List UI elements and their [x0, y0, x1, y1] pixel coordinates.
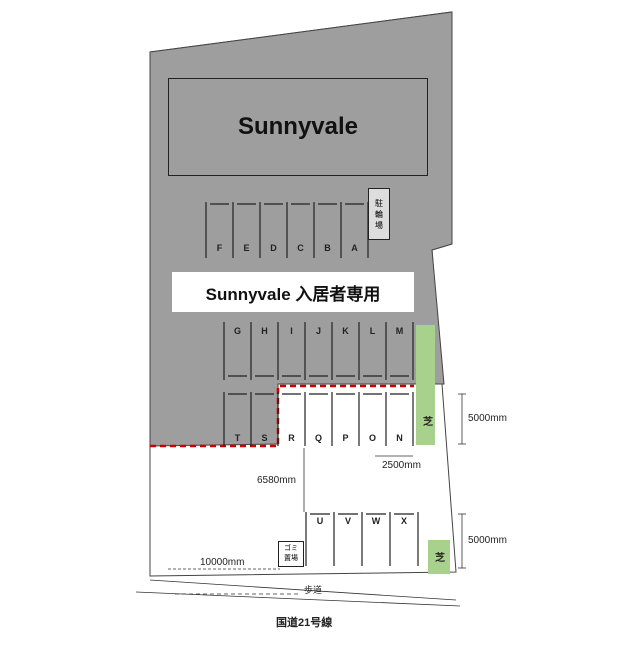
stall-label: V — [344, 516, 351, 526]
stall-label: A — [351, 243, 358, 253]
lawn-strip-upper — [416, 325, 435, 445]
stall-label: U — [316, 516, 324, 526]
road-label: 国道21号線 — [276, 617, 333, 629]
dim-width-slot: 2500mm — [382, 460, 421, 471]
stall-label: O — [368, 433, 376, 443]
stall-label: S — [261, 433, 268, 443]
dim-aisle: 6580mm — [257, 475, 296, 486]
parking-stalls — [205, 202, 419, 566]
dim-depth-lower: 5000mm — [468, 535, 507, 546]
garbage-char-1: ゴミ — [284, 545, 298, 552]
garbage-area: ゴミ 置場 — [278, 541, 304, 567]
stall-label: B — [324, 243, 331, 253]
bike-char-3: 場 — [375, 220, 383, 230]
lawn-label-upper: 芝 — [423, 417, 433, 428]
bike-char-2: 輪 — [375, 209, 383, 219]
stall-label: G — [233, 326, 241, 336]
dimension-lines — [168, 393, 466, 595]
building: Sunnyvale — [168, 78, 428, 176]
stall-label: L — [369, 326, 376, 336]
bike-char-1: 駐 — [375, 198, 383, 208]
stall-label: Q — [314, 433, 322, 443]
stall-label: M — [395, 326, 404, 336]
stall-label: X — [400, 516, 407, 526]
stall-label: F — [216, 243, 223, 253]
stall-label: K — [342, 326, 349, 336]
lawn-label-lower: 芝 — [435, 553, 445, 564]
stall-label: N — [396, 433, 403, 443]
dim-depth-upper: 5000mm — [468, 413, 507, 424]
sidewalk-line — [149, 579, 457, 601]
road-line — [135, 591, 461, 607]
bicycle-parking: 駐 輪 場 — [368, 188, 390, 240]
dim-frontage: 10000mm — [200, 557, 245, 568]
stall-label: D — [270, 243, 277, 253]
stall-label: H — [261, 326, 268, 336]
stall-label: J — [315, 326, 321, 336]
stall-label: P — [342, 433, 349, 443]
sidewalk-label: 歩道 — [304, 585, 323, 595]
stall-label: C — [297, 243, 304, 253]
private-boundary — [150, 384, 414, 448]
stall-label: E — [243, 243, 250, 253]
lawn-strip-lower — [428, 540, 450, 574]
stall-label: W — [371, 516, 381, 526]
stall-label: I — [290, 326, 293, 336]
residents-only-banner: Sunnyvale 入居者専用 — [172, 272, 414, 312]
garbage-char-2: 置場 — [284, 555, 298, 562]
stall-label: T — [234, 433, 241, 443]
stall-label: R — [288, 433, 295, 443]
